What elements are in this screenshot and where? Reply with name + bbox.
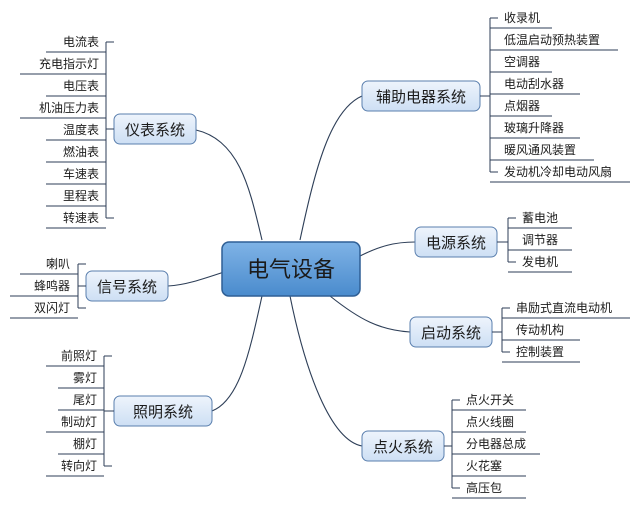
list-item: 尾灯 [73, 393, 97, 407]
branch-starting-label: 启动系统 [421, 324, 481, 342]
list-item: 点烟器 [504, 99, 540, 113]
branch-signal[interactable]: 信号系统 [85, 270, 169, 302]
list-item: 调节器 [522, 233, 558, 247]
bracket-starting [492, 307, 510, 353]
list-item: 空调器 [504, 55, 540, 69]
connector-power [359, 241, 416, 257]
list-item: 点火开关 [466, 393, 514, 407]
connector-instruments [195, 129, 263, 241]
branch-auxiliary-label: 辅助电器系统 [376, 88, 466, 106]
branch-starting[interactable]: 启动系统 [409, 316, 493, 348]
list-item: 蜂鸣器 [34, 278, 70, 293]
items-signal: 喇叭 蜂鸣器 双闪灯 [10, 256, 78, 319]
connector-signal [167, 271, 225, 287]
branch-ignition-label: 点火系统 [373, 438, 433, 456]
items-auxiliary: 收录机 低温启动预热装置 空调器 电动刮水器 点烟器 玻璃升降器 暖风通风装置 … [490, 11, 630, 183]
connector-lighting [211, 295, 263, 412]
list-item: 制动灯 [61, 415, 97, 429]
branch-instruments-label: 仪表系统 [125, 121, 185, 139]
branch-instruments[interactable]: 仪表系统 [113, 113, 197, 145]
items-starting: 串励式直流电动机 传动机构 控制装置 [502, 301, 630, 363]
bracket-instruments [105, 41, 114, 219]
list-item: 温度表 [63, 122, 99, 137]
connector-ignition [289, 295, 363, 447]
list-item: 电流表 [63, 35, 99, 49]
list-item: 控制装置 [516, 345, 564, 359]
list-item: 电动刮水器 [504, 77, 564, 91]
items-lighting: 前照灯 雾灯 尾灯 制动灯 棚灯 转向灯 [46, 348, 104, 477]
list-item: 前照灯 [61, 348, 97, 363]
list-item: 高压包 [466, 480, 502, 495]
bracket-signal [77, 263, 86, 309]
list-item: 收录机 [504, 11, 540, 25]
list-item: 发动机冷却电动风扇 [504, 164, 612, 179]
branch-power[interactable]: 电源系统 [414, 226, 498, 258]
connector-auxiliary [299, 95, 363, 241]
list-item: 电压表 [63, 79, 99, 93]
bracket-power [497, 217, 516, 263]
branch-auxiliary[interactable]: 辅助电器系统 [361, 80, 481, 112]
branch-signal-label: 信号系统 [97, 278, 157, 296]
items-power: 蓄电池 调节器 发电机 [508, 211, 572, 273]
center-node[interactable]: 电气设备 [221, 241, 361, 297]
list-item: 转速表 [63, 210, 99, 225]
list-item: 车速表 [63, 166, 99, 181]
connector-starting [329, 295, 411, 333]
list-item: 转向灯 [61, 458, 97, 473]
list-item: 燃油表 [63, 144, 99, 159]
list-item: 分电器总成 [466, 437, 526, 451]
list-item: 传动机构 [516, 322, 564, 337]
items-instruments: 电流表 充电指示灯 电压表 机油压力表 温度表 燃油表 车速表 里程表 转速表 [20, 35, 106, 229]
items-ignition: 点火开关 点火线圈 分电器总成 火花塞 高压包 [452, 393, 540, 499]
branch-lighting-label: 照明系统 [133, 403, 193, 421]
list-item: 里程表 [63, 188, 99, 203]
list-item: 喇叭 [46, 256, 70, 271]
list-item: 玻璃升降器 [504, 121, 564, 135]
list-item: 串励式直流电动机 [516, 301, 612, 315]
list-item: 机油压力表 [39, 101, 99, 115]
list-item: 雾灯 [73, 371, 97, 385]
bracket-lighting [103, 355, 114, 467]
list-item: 暖风通风装置 [504, 143, 576, 157]
list-item: 低温启动预热装置 [504, 33, 600, 47]
list-item: 点火线圈 [466, 415, 514, 429]
connectors [167, 95, 416, 447]
branch-power-label: 电源系统 [426, 234, 486, 252]
list-item: 发电机 [522, 254, 558, 269]
list-item: 棚灯 [73, 436, 97, 451]
list-item: 火花塞 [466, 458, 502, 473]
bracket-auxiliary [480, 17, 498, 173]
bracket-ignition [444, 399, 460, 489]
branch-ignition[interactable]: 点火系统 [361, 430, 445, 462]
list-item: 蓄电池 [522, 211, 558, 225]
center-label: 电气设备 [247, 258, 335, 283]
list-item: 双闪灯 [34, 301, 70, 315]
list-item: 充电指示灯 [39, 56, 99, 71]
branch-lighting[interactable]: 照明系统 [113, 395, 213, 427]
